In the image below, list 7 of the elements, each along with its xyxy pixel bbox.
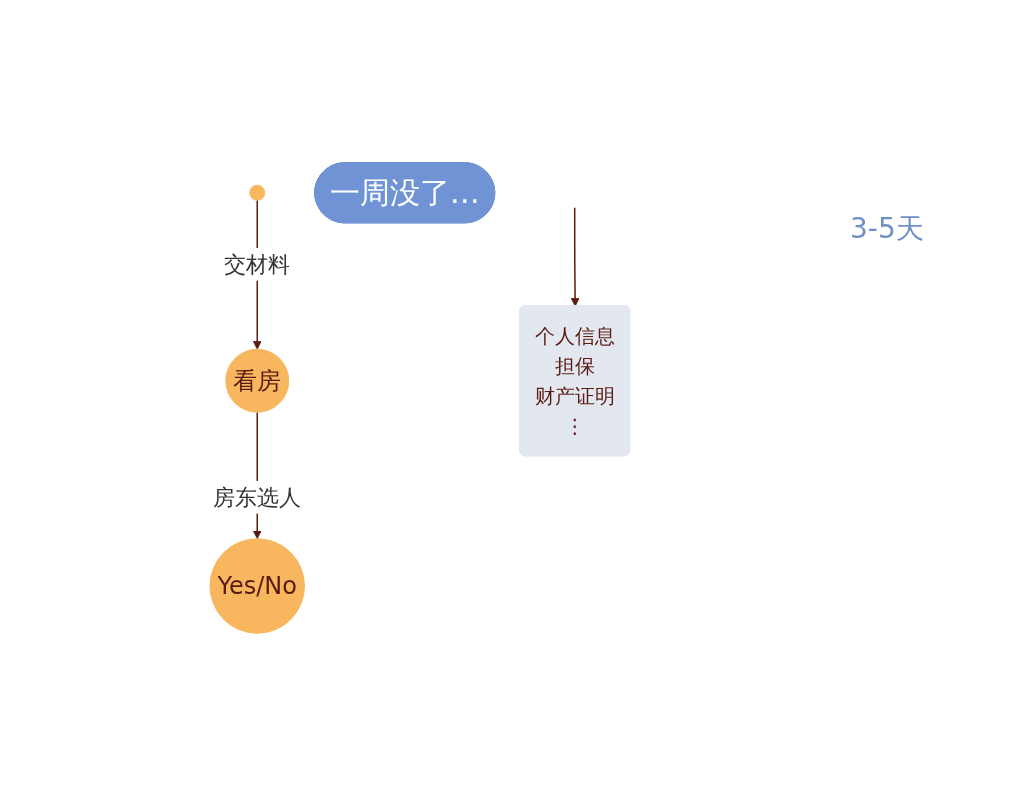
node-circle: Yes/No [209, 538, 306, 634]
edge-label: 交材料 [224, 251, 291, 277]
node-circle [249, 184, 266, 201]
duration-note: 3-5天 [850, 211, 925, 247]
arrow [570, 207, 580, 307]
node-circle: 看房 [225, 348, 290, 413]
edge-label: 房东选人 [213, 484, 302, 510]
